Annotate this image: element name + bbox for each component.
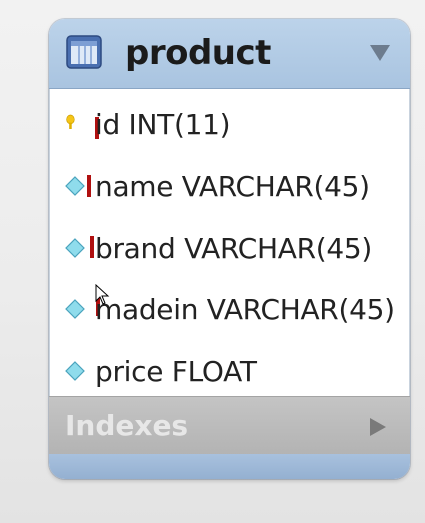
er-table-product[interactable]: product id INT(11) name VARCHAR(45) [49, 19, 410, 479]
column-label: brand VARCHAR(45) [95, 232, 373, 265]
text-cursor-marker [90, 236, 94, 258]
column-diamond-icon [65, 299, 85, 319]
indexes-label: Indexes [65, 409, 189, 442]
triangle-right-icon[interactable] [368, 416, 388, 438]
column-row-price[interactable]: price FLOAT [50, 352, 409, 392]
column-row-brand[interactable]: brand VARCHAR(45) [50, 229, 409, 269]
column-label: name VARCHAR(45) [95, 170, 370, 203]
indexes-section[interactable]: Indexes [49, 396, 410, 455]
column-label: madein VARCHAR(45) [95, 293, 395, 326]
column-diamond-icon [65, 176, 85, 196]
triangle-down-icon[interactable] [368, 43, 392, 63]
column-row-name[interactable]: name VARCHAR(45) [50, 167, 409, 207]
table-footer [49, 454, 410, 479]
column-label: price FLOAT [95, 355, 257, 388]
table-header[interactable]: product [49, 19, 410, 89]
text-cursor-marker [95, 117, 99, 139]
text-cursor-marker [96, 298, 100, 316]
columns-list: id INT(11) name VARCHAR(45) brand VARCHA… [49, 89, 410, 396]
column-row-madein[interactable]: madein VARCHAR(45) [50, 290, 409, 330]
table-name[interactable]: product [125, 33, 271, 73]
table-grid-icon [66, 35, 102, 69]
column-row-id[interactable]: id INT(11) [50, 105, 409, 145]
primary-key-icon [66, 114, 75, 129]
text-cursor-marker [87, 175, 91, 197]
column-diamond-icon [65, 238, 85, 258]
column-diamond-icon [65, 361, 85, 381]
column-label: id INT(11) [95, 108, 231, 141]
